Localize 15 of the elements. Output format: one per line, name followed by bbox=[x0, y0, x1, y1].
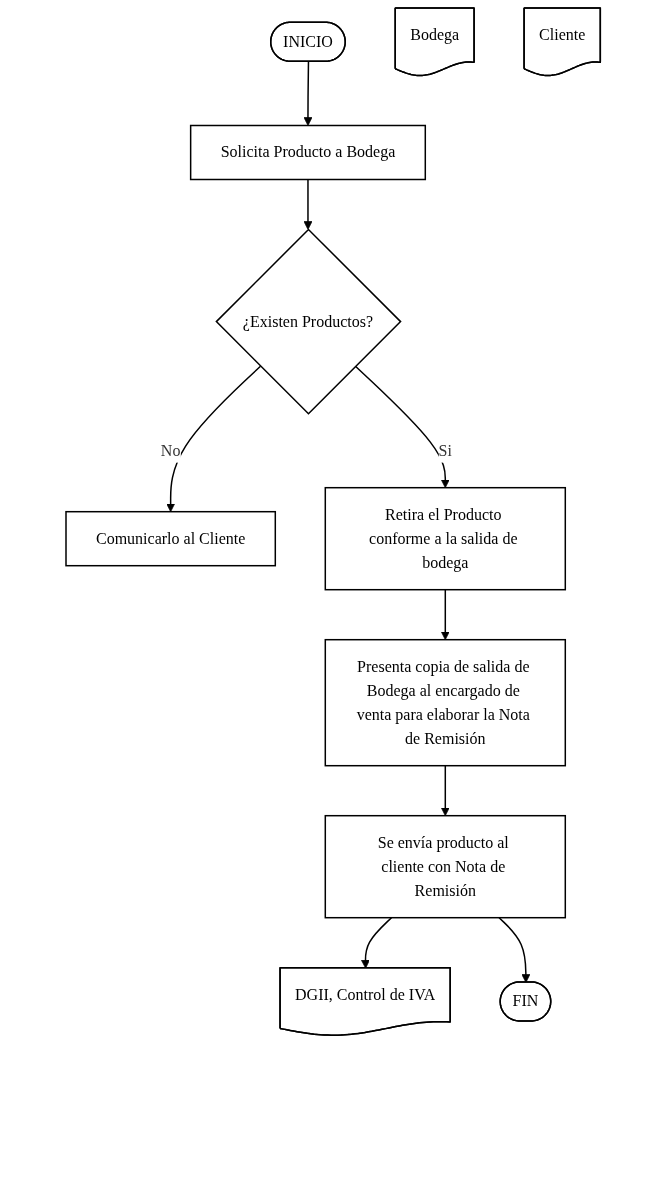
arrow bbox=[303, 61, 313, 126]
arrow bbox=[355, 365, 451, 489]
node-box: Retira el Producto conforme a la salida de bodega bbox=[324, 486, 567, 591]
arrow bbox=[441, 764, 451, 817]
node-diamond: ¿Existen Productos? bbox=[215, 228, 402, 415]
node-box: Se envía producto al cliente con Nota de Remisión bbox=[324, 814, 567, 919]
node-box: Presenta copia de salida de Bodega al encargado de venta para elaborar la Nota de Remisión bbox=[324, 638, 567, 767]
arrow bbox=[441, 588, 451, 641]
edge-label: No bbox=[161, 441, 181, 459]
arrow bbox=[498, 916, 531, 983]
node-box: Solicita Producto a Bodega bbox=[190, 124, 427, 181]
arrow bbox=[303, 178, 313, 230]
edge-label: Si bbox=[438, 441, 453, 459]
arrow bbox=[166, 365, 262, 513]
node-box: Comunicarlo al Cliente bbox=[65, 510, 277, 567]
